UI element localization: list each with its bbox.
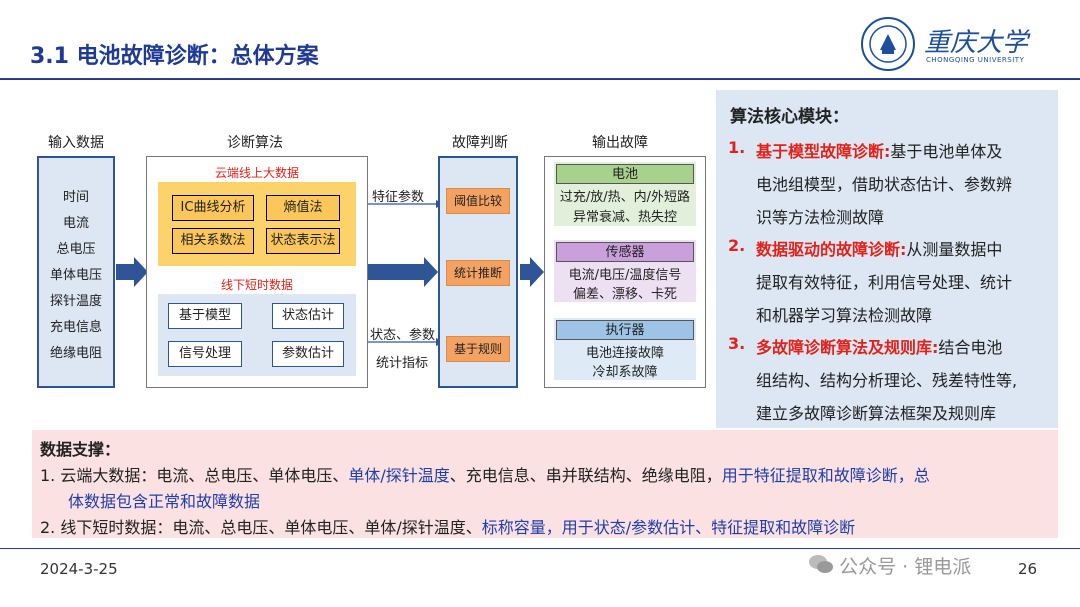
data-support-line-2: 2. 线下短时数据：电流、总电压、单体电压、单体/探针温度、标称容量，用于状态/… <box>40 518 856 537</box>
input-data-panel: 时间 电流 总电压 单体电压 探针温度 充电信息 绝缘电阻 <box>37 156 115 388</box>
input-item: 电流 <box>62 216 89 231</box>
state-representation-method: 状态表示法 <box>266 228 340 254</box>
input-to-algo-arrow <box>116 257 148 287</box>
algo-item-line: 基于模型故障诊断:基于电池单体及 <box>756 142 1003 161</box>
wechat-icon <box>808 553 834 579</box>
algo-item-number: 3. <box>728 334 746 353</box>
algorithm-core-heading: 算法核心模块： <box>730 107 849 127</box>
actuator-fault-line: 电池连接故障 <box>585 346 664 361</box>
algo-item-line: 电池组模型，借助状态估计、参数辨 <box>756 175 1013 194</box>
algo-item-line: 数据驱动的故障诊断:从测量数据中 <box>756 240 1003 259</box>
judge-to-output-arrow <box>520 257 544 287</box>
actuator-fault-head: 执行器 <box>556 320 694 340</box>
logo-wordmark: 重庆大学 <box>924 28 1029 58</box>
sensor-fault-line: 偏差、漂移、卡死 <box>572 287 677 302</box>
input-item: 充电信息 <box>49 320 102 335</box>
slide-title: 3.1 电池故障诊断：总体方案 <box>30 44 319 69</box>
algo-item-line: 建立多故障诊断算法框架及规则库 <box>756 404 997 423</box>
algo-column-label: 诊断算法 <box>227 135 283 151</box>
logo-subtitle: CHONGQING UNIVERSITY <box>926 56 1025 64</box>
data-support-line-1b: 体数据包含正常和故障数据 <box>68 492 261 511</box>
algo-to-judge-arrow <box>366 257 438 287</box>
university-logo: 重庆大学 CHONGQING UNIVERSITY <box>858 14 1058 74</box>
footer-divider <box>0 548 1080 549</box>
algorithm-core-panel <box>716 90 1058 428</box>
stat-index-label: 统计指标 <box>376 356 429 371</box>
model-based-method: 基于模型 <box>168 303 242 329</box>
sensor-fault-line: 电流/电压/温度信号 <box>568 268 682 283</box>
slide-date: 2024-3-25 <box>40 560 118 578</box>
battery-fault-line: 过充/放/热、内/外短路 <box>559 190 691 205</box>
rule-based: 基于规则 <box>446 336 510 362</box>
correlation-method: 相关系数法 <box>172 228 254 254</box>
signal-processing-method: 信号处理 <box>168 341 242 367</box>
entropy-method: 熵值法 <box>266 195 340 221</box>
offline-data-title: 线下短时数据 <box>220 278 293 292</box>
watermark: 公众号 · 锂电派 <box>808 552 971 579</box>
data-support-heading: 数据支撑： <box>40 440 121 459</box>
algo-item-number: 1. <box>728 138 746 157</box>
input-column-label: 输入数据 <box>48 135 104 151</box>
input-item: 单体电压 <box>49 268 102 283</box>
algo-item-line: 组结构、结构分析理论、残差特性等, <box>756 371 1018 390</box>
title-underline <box>0 78 1080 80</box>
feature-param-label: 特征参数 <box>372 190 425 205</box>
battery-fault-line: 异常衰减、热失控 <box>572 210 677 225</box>
judge-column-label: 故障判断 <box>452 135 508 151</box>
output-column-label: 输出故障 <box>592 135 648 151</box>
algo-item-line: 和机器学习算法检测故障 <box>756 306 933 325</box>
algo-item-line: 多故障诊断算法及规则库:结合电池 <box>756 338 1003 357</box>
sensor-fault-head: 传感器 <box>556 242 694 262</box>
input-item: 时间 <box>62 190 89 205</box>
watermark-text: 公众号 · 锂电派 <box>839 556 972 578</box>
algo-item-number: 2. <box>728 236 746 255</box>
battery-fault-head: 电池 <box>556 164 694 184</box>
input-item: 探针温度 <box>49 294 102 309</box>
state-param-label: 状态、参数 <box>370 328 436 343</box>
ic-curve-method: IC曲线分析 <box>172 195 254 221</box>
input-item: 总电压 <box>56 242 96 257</box>
cloud-data-title: 云端线上大数据 <box>214 166 299 180</box>
threshold-compare: 阈值比较 <box>446 188 510 214</box>
statistical-inference: 统计推断 <box>446 260 510 286</box>
input-item: 绝缘电阻 <box>49 346 102 361</box>
actuator-fault-line: 冷却系故障 <box>592 365 658 380</box>
algo-item-line: 识等方法检测故障 <box>756 208 885 227</box>
page-number: 26 <box>1018 560 1038 578</box>
state-estimation-method: 状态估计 <box>272 303 344 329</box>
data-support-line-1: 1. 云端大数据：电流、总电压、单体电压、单体/探针温度、充电信息、串并联结构、… <box>40 466 930 485</box>
data-support-panel <box>32 430 1058 538</box>
algo-item-line: 提取有效特征，利用信号处理、统计 <box>756 273 1013 292</box>
param-estimation-method: 参数估计 <box>272 341 344 367</box>
